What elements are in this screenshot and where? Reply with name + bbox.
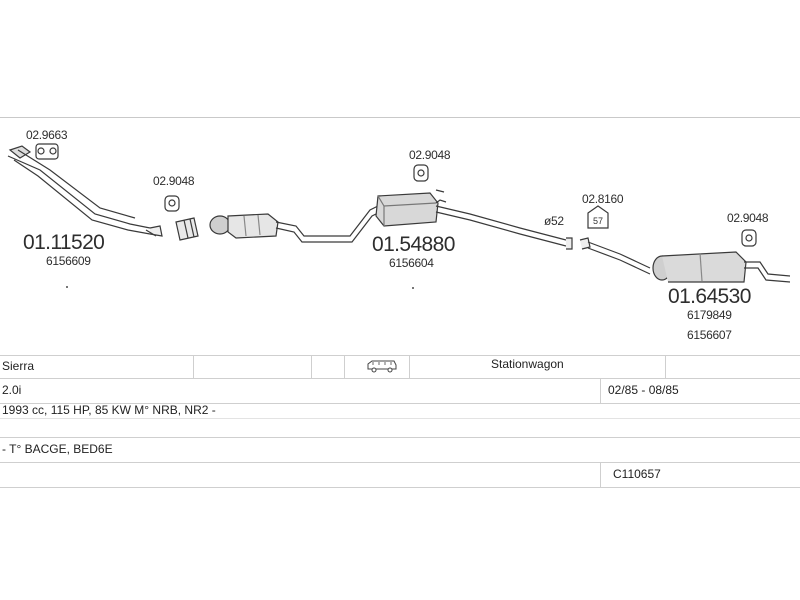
clamp-02-9663[interactable]	[35, 143, 59, 160]
center-silencer[interactable]	[375, 192, 447, 227]
clamp-02-8160[interactable]	[587, 205, 609, 229]
center-silencer-marker	[412, 287, 414, 289]
clamp-02-9048-rear[interactable]	[741, 229, 757, 247]
engine: 2.0i	[2, 383, 22, 397]
clamp-02-9048-front[interactable]	[164, 195, 180, 212]
clamp-label-02-9048-center: 02.9048	[409, 148, 451, 162]
spec-row-type-codes: - T° BACGE, BED6E	[0, 437, 800, 462]
clamp-label-02-8160: 02.8160	[582, 192, 624, 206]
center-silencer-code: 01.54880	[372, 233, 455, 256]
station-wagon-icon	[366, 359, 398, 376]
front-pipe[interactable]	[7, 145, 163, 237]
clamp-02-9048-center[interactable]	[413, 164, 429, 182]
front-pipe-code: 01.11520	[23, 231, 105, 254]
joint-size-label: ø52	[544, 214, 564, 228]
engine-details: 1993 cc, 115 HP, 85 KW M° NRB, NR2 -	[2, 403, 216, 417]
clamp-label-02-9048-front: 02.9048	[153, 174, 195, 188]
rear-silencer-oe-1: 6179849	[687, 308, 732, 322]
flange-joint[interactable]	[175, 217, 199, 241]
model-name: Sierra	[2, 359, 35, 373]
type-codes: - T° BACGE, BED6E	[2, 442, 113, 456]
middle-pipe[interactable]	[275, 204, 381, 243]
body-type: Stationwagon	[491, 357, 564, 371]
clamp-label-02-9048-rear: 02.9048	[727, 211, 769, 225]
intermediate-pipe[interactable]	[435, 205, 591, 250]
center-silencer-oe: 6156604	[389, 256, 434, 270]
front-pipe-oe: 6156609	[46, 254, 91, 268]
spec-row-engine: 2.0i 02/85 - 08/85	[0, 378, 800, 403]
reference-code: C110657	[613, 467, 661, 481]
spec-row-blank	[0, 418, 800, 437]
catalytic-converter[interactable]	[209, 213, 279, 239]
rear-silencer[interactable]	[587, 241, 791, 283]
rear-silencer-code: 01.64530	[668, 285, 751, 308]
clamp-badge: 57	[593, 216, 603, 226]
production-period: 02/85 - 08/85	[608, 383, 679, 397]
spec-row-details: 1993 cc, 115 HP, 85 KW M° NRB, NR2 -	[0, 403, 800, 418]
spec-row-ref: C110657	[0, 462, 800, 488]
spec-row-model: Sierra Stationwagon	[0, 355, 800, 378]
diagram-top-rule	[0, 117, 800, 118]
clamp-label-02-9663: 02.9663	[26, 128, 68, 142]
exhaust-system-diagram: 57	[7, 143, 791, 283]
vehicle-spec-table: Sierra Stationwagon 2.0i 02/85 - 08/85 1…	[0, 355, 800, 488]
front-pipe-marker	[66, 286, 68, 288]
rear-silencer-oe-2: 6156607	[687, 328, 732, 342]
